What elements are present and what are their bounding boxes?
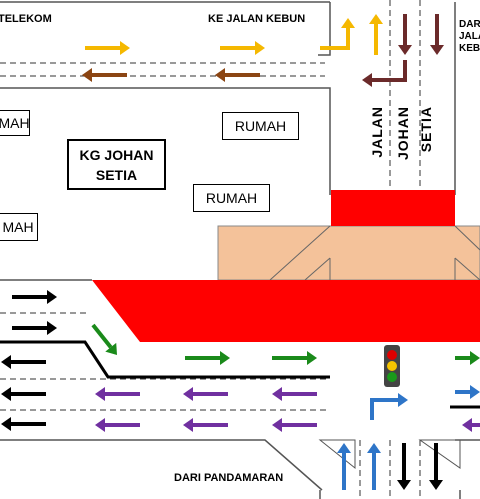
arrow-left-icon (272, 418, 317, 432)
rumah-box-2: RUMAH (193, 184, 270, 212)
arrow-right-icon (12, 290, 57, 304)
arrow-up-icon (369, 14, 383, 55)
arrow-right-icon (272, 351, 317, 365)
kg-line1: KG JOHAN (79, 147, 154, 163)
arrow-left-icon (183, 387, 228, 401)
label-dari-jalan-kebun: DAR JALA KEBU (459, 19, 480, 55)
arrow-down-icon (398, 14, 412, 55)
arrow-right-icon (85, 41, 130, 55)
arrow-down-icon (430, 14, 444, 55)
label-dari-pandamaran: DARI PANDAMARAN (174, 472, 284, 484)
rumah-box-left-bottom: MAH (0, 213, 38, 241)
arrow-right-icon (455, 351, 480, 365)
arrow-right-icon (220, 41, 265, 55)
turn-left-arrow-icon (320, 18, 355, 50)
arrow-left-icon (183, 418, 228, 432)
kg-johan-setia-box: KG JOHAN SETIA (67, 139, 166, 190)
arrow-right-icon (455, 385, 480, 399)
turn-right-arrow-icon (362, 60, 407, 87)
arrow-left-icon (95, 387, 140, 401)
arrow-left-icon (1, 387, 46, 401)
rumah-box-left-top: MAH (0, 110, 30, 136)
arrow-left-icon (272, 387, 317, 401)
label-dari-line2: JALA (459, 31, 480, 42)
label-jalan: JALAN (369, 106, 385, 158)
label-dari-line3: KEBU (459, 43, 480, 54)
kg-line2: SETIA (95, 167, 138, 183)
turn-right-arrow-icon (370, 393, 408, 420)
label-ke-jalan-kebun: KE JALAN KEBUN (208, 13, 306, 25)
island-south-right (418, 439, 461, 469)
red-zone-north (331, 190, 455, 226)
arrow-up-icon (337, 443, 351, 490)
arrow-left-icon (1, 355, 46, 369)
red-zone-main (92, 280, 480, 342)
label-dari-line1: DAR (459, 19, 480, 30)
tan-zone (217, 225, 480, 281)
arrow-left-icon (462, 418, 480, 432)
arrows-layer (1, 14, 480, 490)
tan-zone-lines (269, 225, 480, 281)
arrow-right-icon (185, 351, 230, 365)
rumah-box-1: RUMAH (222, 112, 299, 140)
arrow-left-icon (1, 417, 46, 431)
label-johan: JOHAN (395, 106, 411, 161)
lane-divider (0, 340, 330, 379)
arrow-left-icon (82, 68, 127, 82)
arrow-left-icon (215, 68, 260, 82)
arrow-down-icon (429, 443, 443, 490)
traffic-light-icon (384, 345, 400, 387)
label-setia: SETIA (418, 106, 434, 153)
label-telekom: TELEKOM (0, 13, 52, 25)
arrow-right-icon (91, 323, 117, 355)
island-south (318, 439, 356, 470)
arrow-up-icon (367, 443, 381, 490)
arrow-down-icon (397, 443, 411, 490)
arrow-left-icon (95, 418, 140, 432)
arrow-right-icon (12, 321, 57, 335)
